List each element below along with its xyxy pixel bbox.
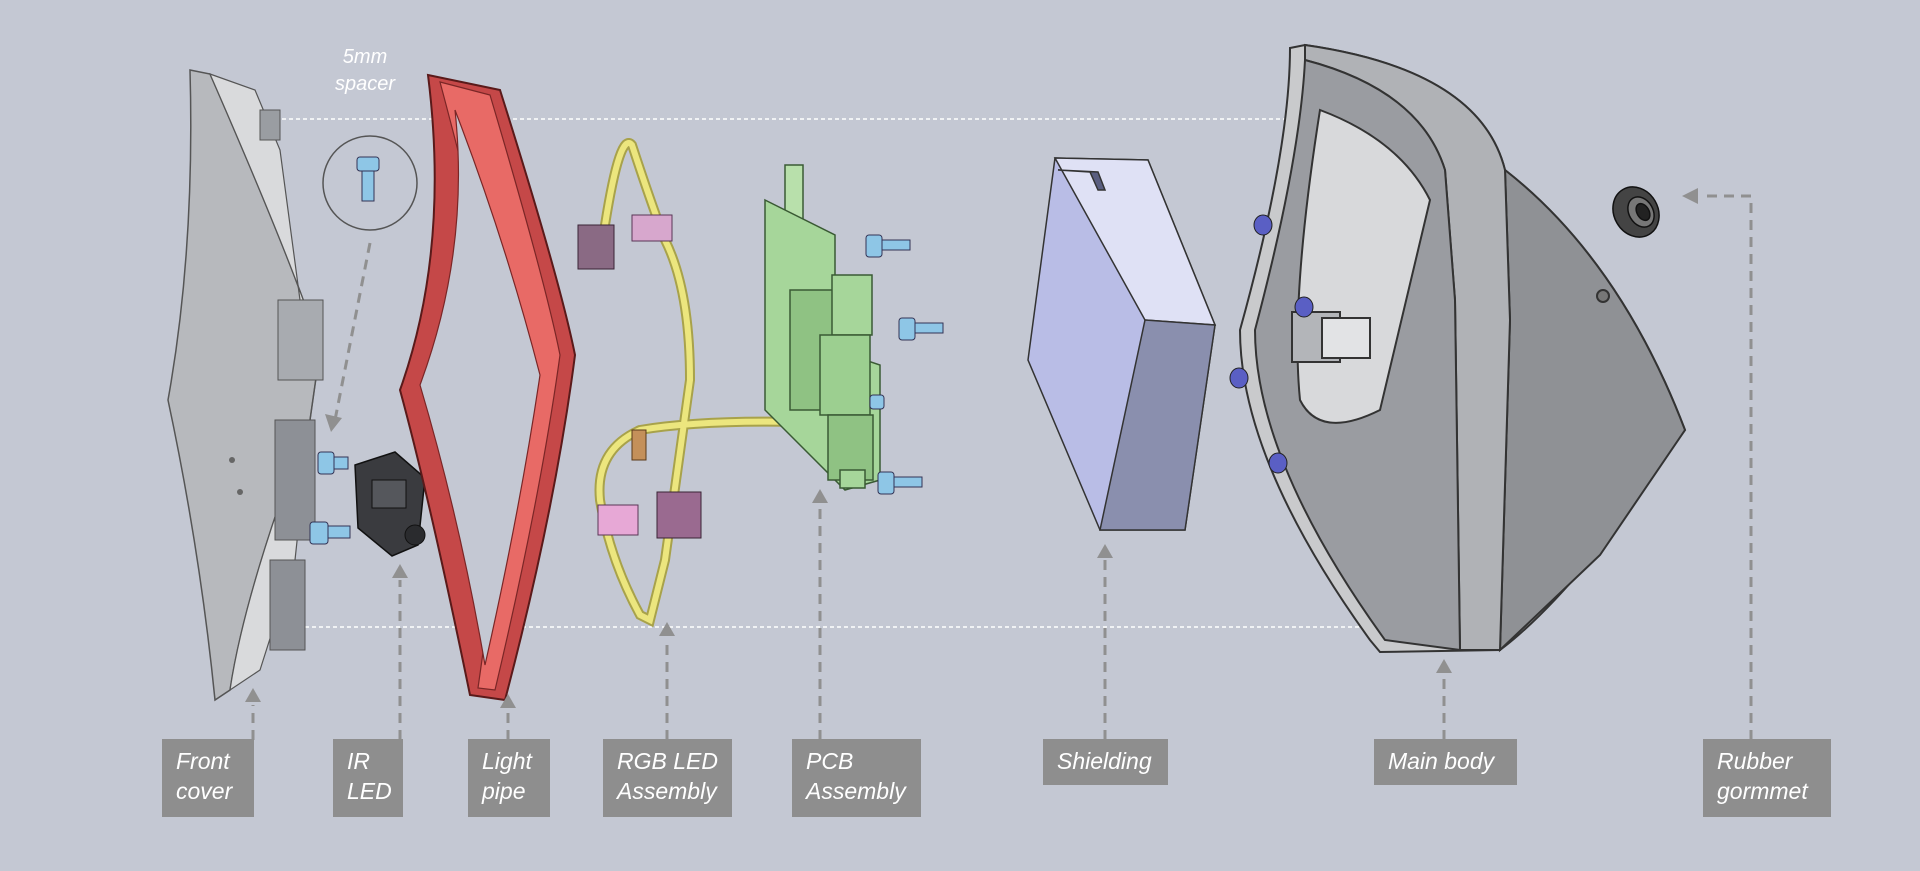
spacer-leader-arrowhead [325,414,342,432]
rubber-grommet-part [1612,186,1660,238]
label-shielding-line1: Shielding [1057,748,1152,774]
label-main-body-line1: Main body [1388,748,1495,774]
ir-led-part [354,451,426,557]
label-rgb-led-assembly-line2: Assembly [617,778,717,804]
shielding-part [1027,157,1217,531]
label-ir-led-line1: IR [347,748,370,774]
label-front-cover-line1: Front [176,748,230,774]
label-pcb-assembly-line2: Assembly [806,778,906,804]
label-light-pipe-line2: pipe [482,778,526,804]
main-body-nuts [1229,214,1314,474]
pcb-screws [865,234,944,495]
label-front-cover: Front cover [162,739,254,817]
spacer-annotation-line2: spacer [335,73,396,95]
spacer-annotation-line1: 5mm [342,46,388,68]
spacer-annotation: 5mm spacer [335,44,395,98]
label-rubber-grommet: Rubber gormmet [1703,739,1831,817]
label-leader-lines [251,194,1753,740]
label-pcb-assembly: PCB Assembly [792,739,921,817]
label-ir-led: IR LED [333,739,403,817]
light-pipe-part [398,73,577,702]
main-body-part [1238,43,1687,654]
label-shielding: Shielding [1043,739,1168,785]
label-pcb-assembly-line1: PCB [806,748,854,774]
front-cover-part [167,69,324,702]
spacer-callout-circle [322,135,418,231]
label-rgb-led-assembly: RGB LED Assembly [603,739,732,817]
label-main-body: Main body [1374,739,1517,785]
label-ir-led-line2: LED [347,778,392,804]
label-light-pipe-line1: Light [482,748,532,774]
spacer-leader-line [333,242,372,421]
label-rubber-grommet-line2: gormmet [1717,778,1808,804]
label-leader-arrowheads [245,188,1698,708]
label-rgb-led-assembly-line1: RGB LED [617,748,718,774]
rgb-led-assembly-part [577,138,805,628]
label-rubber-grommet-line1: Rubber [1717,748,1793,774]
pcb-assembly-part [764,164,881,491]
spacer-part [356,156,380,202]
label-light-pipe: Light pipe [468,739,550,817]
label-front-cover-line2: cover [176,778,233,804]
front-screws [309,451,351,545]
